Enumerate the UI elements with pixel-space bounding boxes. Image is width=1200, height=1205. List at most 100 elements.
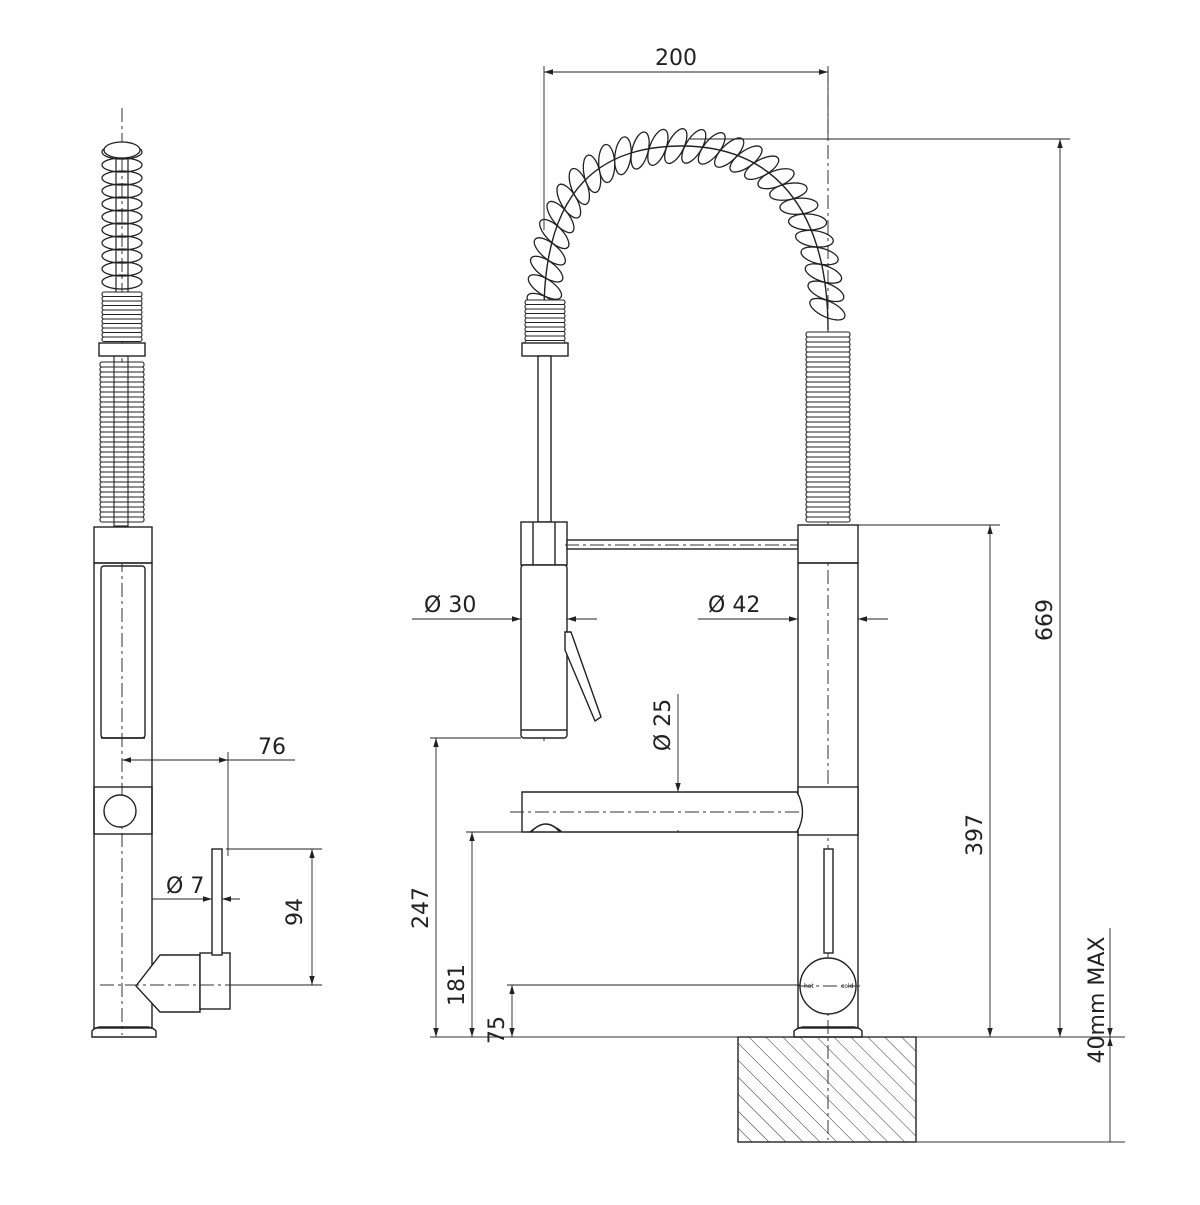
side-sleeve-ring xyxy=(101,300,143,307)
dim-40-label: 40mm MAX xyxy=(1085,937,1110,1064)
side-sleeve-ring xyxy=(99,376,145,383)
side-sleeve-ring xyxy=(99,396,145,403)
sleeve-ring xyxy=(805,386,851,393)
sleeve-ring xyxy=(805,401,851,408)
side-handspray xyxy=(100,565,146,739)
dim-7-label: Ø 7 xyxy=(166,874,204,899)
sleeve-ring xyxy=(805,376,851,383)
spring-coil-arc xyxy=(526,128,846,321)
handspray-trigger xyxy=(564,631,602,723)
side-sleeve-ring xyxy=(101,309,143,316)
sleeve-ring xyxy=(805,421,851,428)
side-coil-turn xyxy=(101,274,143,290)
sleeve-ring xyxy=(805,396,851,403)
sleeve-ring xyxy=(805,451,851,458)
sleeve-ring xyxy=(805,431,851,438)
side-sleeve-ring xyxy=(101,318,143,325)
side-sleeve-ring xyxy=(101,322,143,329)
sleeve-ring xyxy=(524,321,566,328)
side-sleeve-ring xyxy=(99,511,145,518)
side-base-plate xyxy=(91,1026,157,1038)
side-sleeve-ring xyxy=(101,331,143,338)
sleeve-ring xyxy=(524,299,566,306)
side-sleeve-ring xyxy=(99,486,145,493)
side-aerator xyxy=(103,794,137,828)
dim-247-label: 247 xyxy=(409,887,434,929)
mixer-lever[interactable] xyxy=(823,848,834,954)
side-sleeve-ring xyxy=(101,291,143,298)
side-sleeve-ring xyxy=(99,491,145,498)
dim-42-label: Ø 42 xyxy=(708,593,760,618)
sleeve-ring xyxy=(524,303,566,310)
sleeve-ring xyxy=(805,466,851,473)
sleeve-ring xyxy=(805,496,851,503)
side-view: 76 Ø 7 94 xyxy=(91,108,322,1038)
dim-30-label: Ø 30 xyxy=(424,593,476,618)
sleeve-ring xyxy=(805,461,851,468)
sleeve-ring xyxy=(805,341,851,348)
side-sleeve-ring xyxy=(99,471,145,478)
sleeve-ring xyxy=(805,506,851,513)
spout-swivel xyxy=(797,786,859,836)
sleeve-ring xyxy=(805,481,851,488)
sleeve-ring xyxy=(805,486,851,493)
spring-core-arc xyxy=(543,145,829,331)
spring-collar-left xyxy=(521,342,569,357)
sleeve-ring xyxy=(805,411,851,418)
spring-coil-turn xyxy=(809,297,846,321)
side-coil-turn xyxy=(101,235,143,251)
side-coil-top xyxy=(103,141,141,159)
dim-397-label: 397 xyxy=(963,814,988,856)
side-sleeve-ring xyxy=(99,501,145,508)
sleeve-ring xyxy=(805,426,851,433)
side-coil-turn xyxy=(101,222,143,238)
side-sleeve-ring xyxy=(99,461,145,468)
sleeve-ring xyxy=(805,441,851,448)
side-lever-hub xyxy=(199,952,231,1010)
side-lever xyxy=(211,848,223,956)
sleeve-ring xyxy=(524,330,566,337)
sleeve-ring xyxy=(805,476,851,483)
sleeve-ring xyxy=(805,516,851,523)
side-sleeve-ring xyxy=(99,481,145,488)
dim-669-label: 669 xyxy=(1033,599,1058,641)
side-sleeve-ring xyxy=(99,381,145,388)
side-sleeve-ring xyxy=(99,476,145,483)
side-sleeve-ring xyxy=(99,426,145,433)
side-sleeve-ring xyxy=(99,431,145,438)
side-coil-turn xyxy=(101,261,143,277)
dim-94-label: 94 xyxy=(283,898,308,926)
sleeve-ring xyxy=(805,356,851,363)
sleeve-ring xyxy=(805,456,851,463)
side-mixer-knob xyxy=(135,954,201,1013)
sleeve-ring xyxy=(805,361,851,368)
spring-sleeve-right xyxy=(805,331,851,523)
side-sleeve-ring xyxy=(101,336,143,343)
side-sleeve-ring xyxy=(99,436,145,443)
side-collar-top xyxy=(98,342,146,357)
side-sleeve-ring xyxy=(99,416,145,423)
dim-76-label: 76 xyxy=(258,735,286,760)
side-sleeve-ring xyxy=(99,466,145,473)
sleeve-ring xyxy=(805,436,851,443)
sleeve-ring xyxy=(805,336,851,343)
bench-section xyxy=(737,1036,917,1143)
sleeve-ring xyxy=(805,446,851,453)
body-collar xyxy=(797,524,859,564)
side-sleeve-ring xyxy=(101,304,143,311)
side-spout-block xyxy=(93,786,153,835)
side-sleeve-ring xyxy=(99,441,145,448)
sleeve-ring xyxy=(805,491,851,498)
sleeve-ring xyxy=(524,312,566,319)
side-sleeve-ring xyxy=(99,411,145,418)
sleeve-ring xyxy=(524,326,566,333)
sleeve-ring xyxy=(805,346,851,353)
sleeve-ring xyxy=(805,331,851,338)
sleeve-ring xyxy=(805,501,851,508)
side-sleeve-ring xyxy=(99,421,145,428)
side-coil-turn xyxy=(101,248,143,264)
side-coil-turn xyxy=(101,170,143,186)
sleeve-ring xyxy=(524,308,566,315)
